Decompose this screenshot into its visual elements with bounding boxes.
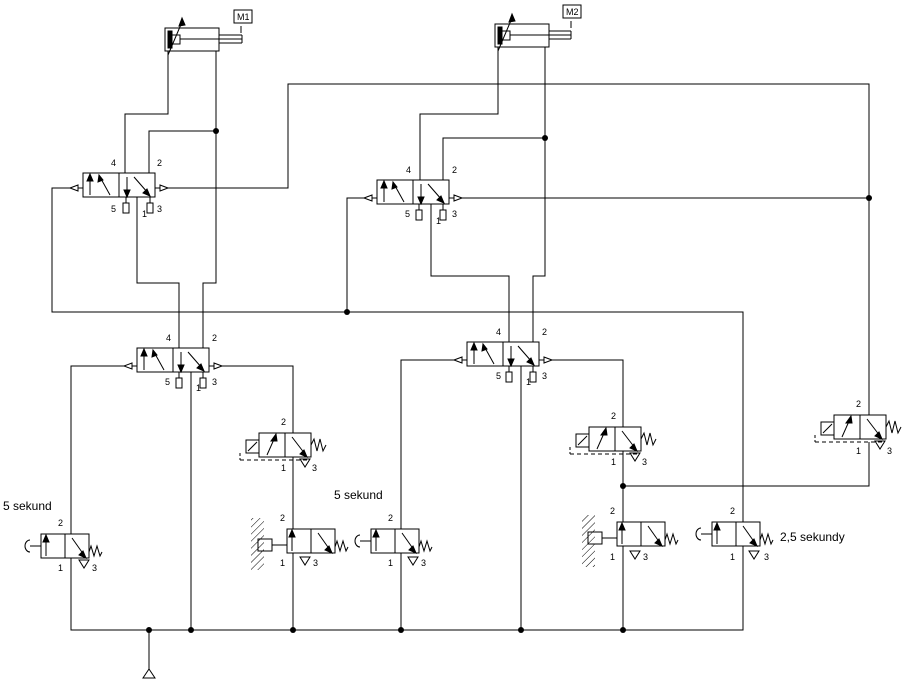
svg-text:5: 5	[111, 204, 116, 214]
svg-text:2: 2	[388, 513, 393, 523]
svg-text:2: 2	[542, 327, 547, 337]
svg-text:1: 1	[730, 552, 735, 562]
svg-text:3: 3	[212, 377, 217, 387]
start-button-valve-left	[24, 533, 103, 569]
svg-text:2: 2	[611, 411, 616, 421]
svg-text:2: 2	[212, 333, 217, 343]
pilot-valve-left	[239, 432, 327, 468]
pneumatic-lines	[51, 47, 870, 631]
svg-text:4: 4	[406, 165, 411, 175]
air-supply-symbol	[142, 630, 156, 679]
limit-valve-left	[251, 518, 349, 570]
timer-label-middle: 5 sekund	[334, 488, 383, 502]
svg-text:3: 3	[542, 371, 547, 381]
svg-text:2: 2	[280, 513, 285, 523]
svg-text:3: 3	[887, 446, 892, 456]
svg-text:2: 2	[610, 506, 615, 516]
cylinder-m1	[164, 9, 253, 56]
svg-text:2: 2	[281, 417, 286, 427]
timer-label-left: 5 sekund	[3, 499, 52, 513]
svg-text:3: 3	[313, 558, 318, 568]
svg-text:3: 3	[312, 463, 317, 473]
svg-text:3: 3	[764, 552, 769, 562]
svg-text:5: 5	[165, 377, 170, 387]
directional-valve-m2	[362, 179, 464, 221]
svg-text:4: 4	[166, 333, 171, 343]
cylinder-m2	[494, 4, 582, 52]
svg-text:3: 3	[421, 558, 426, 568]
svg-text:2: 2	[452, 165, 457, 175]
svg-text:1: 1	[280, 558, 285, 568]
timer-label-right: 2,5 sekundy	[780, 530, 845, 544]
pilot-valve-right	[814, 414, 902, 450]
svg-text:3: 3	[643, 552, 648, 562]
svg-text:4: 4	[111, 158, 116, 168]
memory-valve-right	[452, 341, 554, 383]
svg-text:1: 1	[436, 216, 441, 226]
svg-text:2: 2	[157, 158, 162, 168]
start-button-valve-middle	[354, 528, 433, 566]
svg-text:4: 4	[496, 327, 501, 337]
svg-text:3: 3	[642, 457, 647, 467]
svg-text:5: 5	[496, 371, 501, 381]
svg-text:1: 1	[611, 457, 616, 467]
port-labels: 4 2 5 1 3 4 2 5 1 3 4 2 5 1 3 4 2 5 1 3 …	[58, 158, 892, 573]
cylinder-m2-label: M2	[566, 7, 579, 17]
svg-text:1: 1	[281, 463, 286, 473]
svg-text:1: 1	[610, 552, 615, 562]
start-button-valve-right	[695, 521, 774, 560]
directional-valve-m1	[68, 172, 170, 214]
svg-text:1: 1	[856, 446, 861, 456]
svg-text:5: 5	[405, 209, 410, 219]
svg-text:3: 3	[157, 204, 162, 214]
svg-text:3: 3	[452, 209, 457, 219]
svg-text:1: 1	[526, 377, 531, 387]
svg-text:2: 2	[730, 506, 735, 516]
svg-text:2: 2	[856, 399, 861, 409]
memory-valve-left	[122, 347, 224, 389]
cylinder-m1-label: M1	[237, 12, 250, 22]
pilot-valve-middle	[569, 426, 657, 462]
svg-text:1: 1	[196, 383, 201, 393]
svg-text:2: 2	[58, 518, 63, 528]
svg-text:3: 3	[92, 563, 97, 573]
svg-text:1: 1	[142, 209, 147, 219]
svg-text:1: 1	[388, 558, 393, 568]
svg-text:1: 1	[58, 563, 63, 573]
limit-valve-right	[582, 515, 679, 567]
junction-dots	[146, 128, 872, 633]
